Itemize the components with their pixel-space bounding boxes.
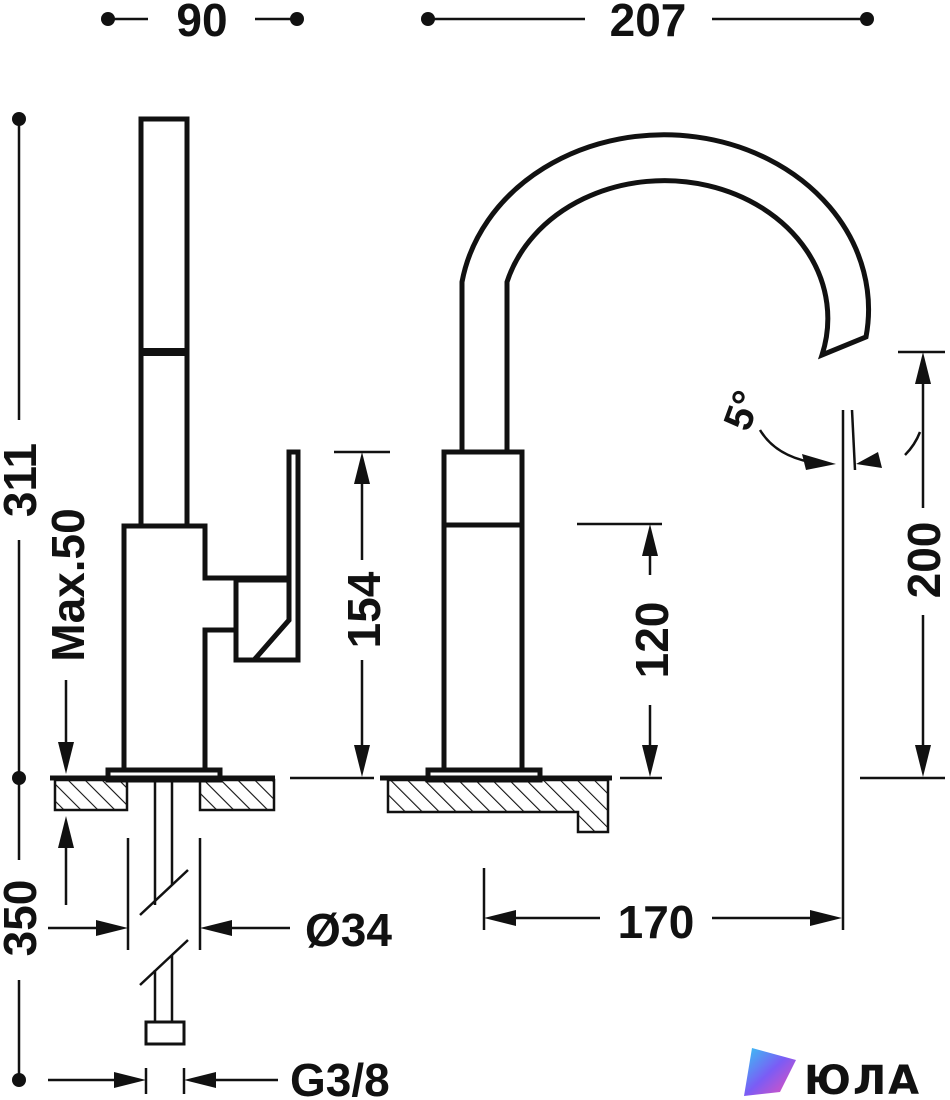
logo-text: ЮЛА <box>804 1058 921 1100</box>
dimension-200: 200 <box>860 350 950 780</box>
faucet-front-view <box>380 132 872 834</box>
dimension-diameter-label: Ø34 <box>305 904 392 956</box>
logo: ЮЛА <box>744 1048 921 1100</box>
dimension-120: 120 <box>577 522 678 780</box>
dimension-thread-label: G3/8 <box>290 1054 390 1100</box>
dimension-311: 311 <box>0 112 46 785</box>
dimension-max50-label: Max.50 <box>42 508 94 661</box>
dimension-154-label: 154 <box>338 571 390 648</box>
dimension-200-label: 200 <box>898 522 950 599</box>
logo-mark-icon <box>744 1048 796 1096</box>
dimension-angle: 5° <box>716 385 922 930</box>
dimension-154: 154 <box>290 450 390 780</box>
dimension-311-label: 311 <box>0 443 46 517</box>
dimension-207: 207 <box>421 0 874 46</box>
dimension-350: 350 <box>0 778 46 1087</box>
dimension-170: 170 <box>482 868 842 948</box>
dimension-207-label: 207 <box>610 0 687 46</box>
dimension-90-label: 90 <box>176 0 227 46</box>
dimension-max50: Max.50 <box>42 508 94 905</box>
dimension-120-label: 120 <box>626 602 678 679</box>
dimension-90: 90 <box>101 0 304 46</box>
faucet-side-view <box>50 116 301 1046</box>
dimension-thread: G3/8 <box>48 1054 390 1100</box>
dimension-angle-label: 5° <box>716 385 770 436</box>
lever-handle <box>233 449 301 663</box>
dimension-350-label: 350 <box>0 880 46 957</box>
dimension-diameter: Ø34 <box>48 838 392 956</box>
dimension-170-label: 170 <box>618 896 695 948</box>
